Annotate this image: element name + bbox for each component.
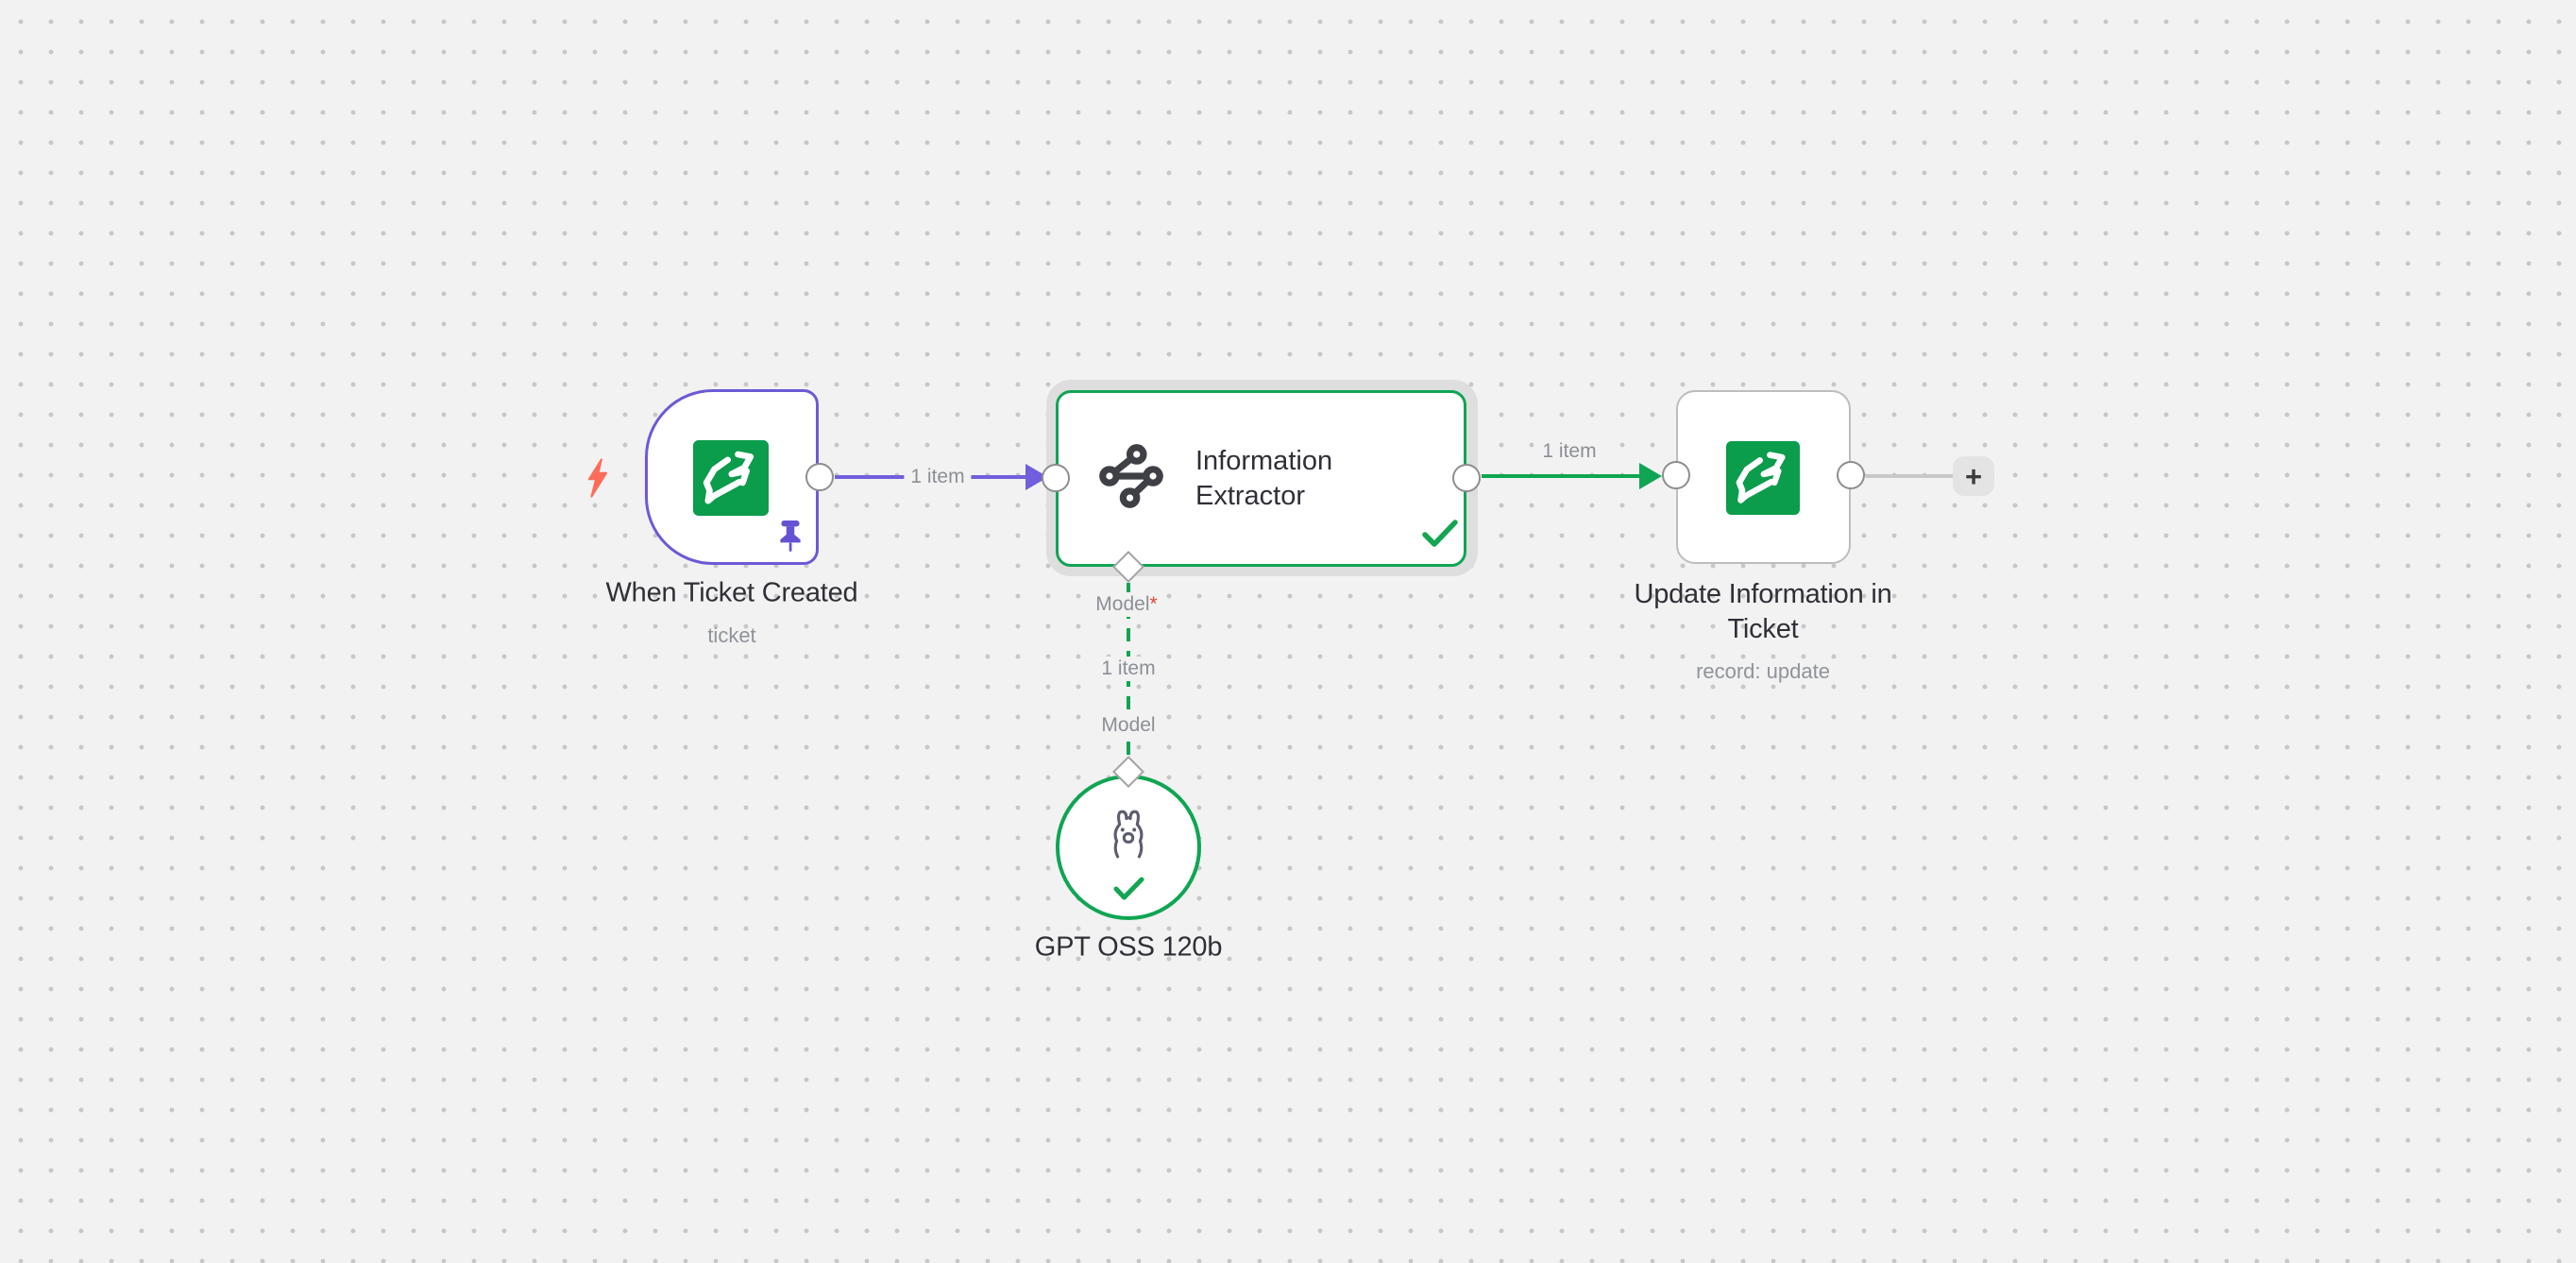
information-extractor-icon bbox=[1097, 442, 1165, 515]
node-information-extractor[interactable]: Information Extractor bbox=[1056, 390, 1466, 567]
trigger-output-connector[interactable] bbox=[805, 463, 834, 491]
add-node-button[interactable]: + bbox=[1953, 456, 1994, 496]
model-endpoint-text: Model bbox=[1095, 593, 1150, 615]
extractor-output-connector[interactable] bbox=[1452, 464, 1481, 492]
trigger-lightning-icon bbox=[583, 458, 613, 503]
edge-label-items-extractor: 1 item bbox=[1535, 439, 1603, 464]
trigger-node-title: When Ticket Created bbox=[605, 577, 858, 608]
llama-icon bbox=[1105, 806, 1152, 865]
model-success-check-icon bbox=[1113, 877, 1144, 906]
update-input-connector[interactable] bbox=[1662, 461, 1690, 489]
update-node-title: Update Information in Ticket bbox=[1634, 579, 1892, 644]
extractor-node-title: Information Extractor bbox=[1195, 445, 1333, 511]
extractor-input-connector[interactable] bbox=[1042, 464, 1070, 492]
model-node-title: GPT OSS 120b bbox=[1034, 931, 1223, 963]
required-asterisk: * bbox=[1149, 593, 1158, 615]
edge-label-model-endpoint: Model* bbox=[1089, 592, 1164, 617]
edge-label-items-trigger: 1 item bbox=[904, 465, 972, 489]
zammad-icon bbox=[693, 440, 769, 521]
update-output-connector[interactable] bbox=[1837, 461, 1865, 489]
extractor-success-check-icon bbox=[1422, 520, 1458, 553]
edge-label-model-input: Model bbox=[1094, 713, 1162, 738]
edge-label-model-items: 1 item bbox=[1094, 657, 1162, 681]
update-node-subtitle: record: update bbox=[1696, 659, 1830, 683]
pin-icon bbox=[777, 521, 804, 557]
zammad-icon bbox=[1726, 441, 1800, 520]
edge-extractor-arrowhead-icon bbox=[1639, 463, 1662, 489]
trigger-node-subtitle: ticket bbox=[707, 623, 756, 647]
